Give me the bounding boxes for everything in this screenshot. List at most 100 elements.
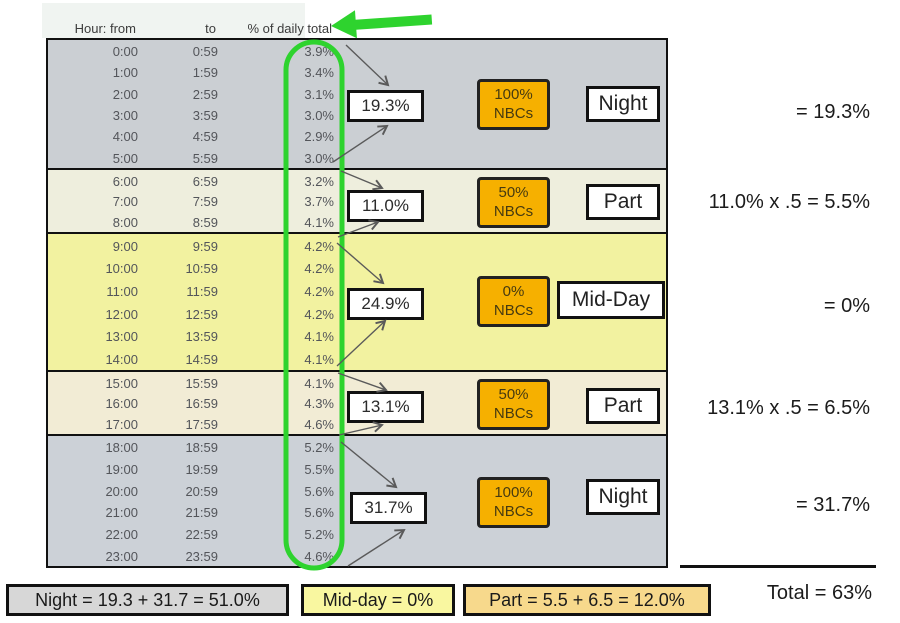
- hour-from-cell: 6:00: [112, 173, 138, 189]
- summary-pct-box-mid-day: 24.9%: [347, 288, 424, 320]
- hour-to-cell: 23:59: [185, 548, 218, 564]
- header-hour-from: Hour: from: [74, 21, 136, 36]
- pct-cell: 4.2%: [304, 284, 334, 300]
- hour-to-cell: 16:59: [185, 396, 218, 412]
- hour-to-cell: 4:59: [192, 129, 218, 145]
- hour-from-cell: 23:00: [105, 548, 138, 564]
- pct-cell: 4.1%: [304, 375, 334, 391]
- hour-from-cell: 1:00: [112, 65, 138, 81]
- pct-cell: 3.4%: [304, 65, 334, 81]
- pct-cell: 3.1%: [304, 86, 334, 102]
- total-text: Total = 63%: [766, 582, 872, 604]
- hour-to-cell: 7:59: [192, 194, 218, 210]
- hour-from-cell: 17:00: [105, 417, 138, 433]
- hour-to-cell: 12:59: [185, 306, 218, 322]
- nbc-label: NBCs: [493, 104, 534, 122]
- nbc-pct: 50%: [498, 183, 529, 201]
- hour-to-cell: 11:59: [186, 284, 218, 300]
- daypart-label: Part: [603, 190, 643, 213]
- pct-cell: 3.9%: [304, 44, 334, 60]
- column-highlight-strip: [42, 3, 305, 38]
- summary-pct-value: 11.0%: [362, 196, 409, 215]
- table-row: 22:00 22:59 5.2%: [48, 528, 666, 541]
- pct-cell: 5.2%: [304, 526, 334, 542]
- hour-to-cell: 20:59: [185, 483, 218, 499]
- summary-pct-box-part-morning: 11.0%: [347, 190, 424, 222]
- hour-from-cell: 22:00: [105, 526, 138, 542]
- table-row: 1:00 1:59 3.4%: [48, 66, 666, 79]
- nbc-pct: 100%: [494, 85, 533, 103]
- pct-cell: 5.5%: [304, 461, 334, 477]
- pct-cell: 4.2%: [304, 261, 334, 277]
- nbc-box-night-late: 100% NBCs: [477, 477, 550, 528]
- hour-to-cell: 1:59: [192, 65, 218, 81]
- pct-cell: 3.0%: [304, 150, 334, 166]
- header-to: to: [205, 21, 216, 36]
- hour-from-cell: 13:00: [105, 329, 138, 345]
- summary-pct-box-part-evening: 13.1%: [347, 391, 424, 423]
- hour-to-cell: 3:59: [192, 108, 218, 124]
- nbc-pct: 100%: [494, 483, 533, 501]
- summary-pct-box-night-late: 31.7%: [350, 492, 427, 524]
- hour-from-cell: 16:00: [105, 396, 138, 412]
- table-row: 14:00 14:59 4.1%: [48, 353, 666, 366]
- daypart-label: Part: [603, 394, 643, 417]
- pct-cell: 3.2%: [304, 173, 334, 189]
- nbc-box-mid-day: 0% NBCs: [477, 276, 550, 327]
- equation-mid-day: = 0%: [823, 295, 870, 317]
- table-row: 5:00 5:59 3.0%: [48, 152, 666, 165]
- nbc-pct: 0%: [502, 282, 525, 300]
- pct-cell: 4.2%: [304, 238, 334, 254]
- hour-from-cell: 3:00: [112, 108, 138, 124]
- daypart-label-night-early: Night: [586, 86, 660, 122]
- table-row: 13:00 13:59 4.1%: [48, 330, 666, 343]
- hour-to-cell: 9:59: [192, 238, 218, 254]
- legend-night-text: Night = 19.3 + 31.7 = 51.0%: [35, 589, 260, 610]
- pct-cell: 2.9%: [304, 129, 334, 145]
- hour-to-cell: 15:59: [185, 375, 218, 391]
- equation-part-evening: 13.1% x .5 = 6.5%: [707, 397, 870, 419]
- table-row: 19:00 19:59 5.5%: [48, 463, 666, 476]
- hour-to-cell: 13:59: [185, 329, 218, 345]
- hour-to-cell: 5:59: [192, 150, 218, 166]
- hour-from-cell: 0:00: [112, 44, 138, 60]
- nbc-label: NBCs: [493, 404, 534, 422]
- legend-part-total: Part = 5.5 + 6.5 = 12.0%: [463, 584, 711, 616]
- nbc-box-part-morning: 50% NBCs: [477, 177, 550, 228]
- hour-to-cell: 10:59: [185, 261, 218, 277]
- header-pct-of-daily-total: % of daily total: [247, 21, 332, 36]
- hour-from-cell: 11:00: [106, 284, 138, 300]
- hour-from-cell: 19:00: [105, 461, 138, 477]
- hour-from-cell: 5:00: [112, 150, 138, 166]
- hour-to-cell: 22:59: [185, 526, 218, 542]
- hour-to-cell: 8:59: [192, 215, 218, 231]
- nbc-label: NBCs: [493, 301, 534, 319]
- hour-from-cell: 12:00: [105, 306, 138, 322]
- nbc-box-part-evening: 50% NBCs: [477, 379, 550, 430]
- hour-from-cell: 4:00: [112, 129, 138, 145]
- hour-from-cell: 21:00: [105, 505, 138, 521]
- total-sum-line: [680, 565, 876, 568]
- nbc-box-night-early: 100% NBCs: [477, 79, 550, 130]
- table-row: 15:00 15:59 4.1%: [48, 377, 666, 390]
- hour-from-cell: 8:00: [112, 215, 138, 231]
- table-row: 9:00 9:59 4.2%: [48, 240, 666, 253]
- equation-night-early: = 19.3%: [796, 101, 870, 123]
- daypart-label-mid-day: Mid-Day: [557, 281, 665, 319]
- nbc-pct: 50%: [498, 385, 529, 403]
- pct-cell: 4.1%: [304, 329, 334, 345]
- table-header-row: Hour: from to % of daily total: [46, 21, 332, 36]
- hour-to-cell: 6:59: [192, 173, 218, 189]
- hour-to-cell: 14:59: [185, 352, 218, 368]
- hour-from-cell: 7:00: [112, 194, 138, 210]
- summary-pct-box-night-early: 19.3%: [347, 90, 424, 122]
- equation-night-late: = 31.7%: [796, 494, 870, 516]
- pct-cell: 5.2%: [304, 440, 334, 456]
- daypart-label-night-late: Night: [586, 479, 660, 515]
- pct-cell: 4.3%: [304, 396, 334, 412]
- table-row: 10:00 10:59 4.2%: [48, 262, 666, 275]
- hour-from-cell: 15:00: [105, 375, 138, 391]
- daypart-label-part-evening: Part: [586, 388, 660, 424]
- pct-cell: 5.6%: [304, 505, 334, 521]
- hour-from-cell: 10:00: [105, 261, 138, 277]
